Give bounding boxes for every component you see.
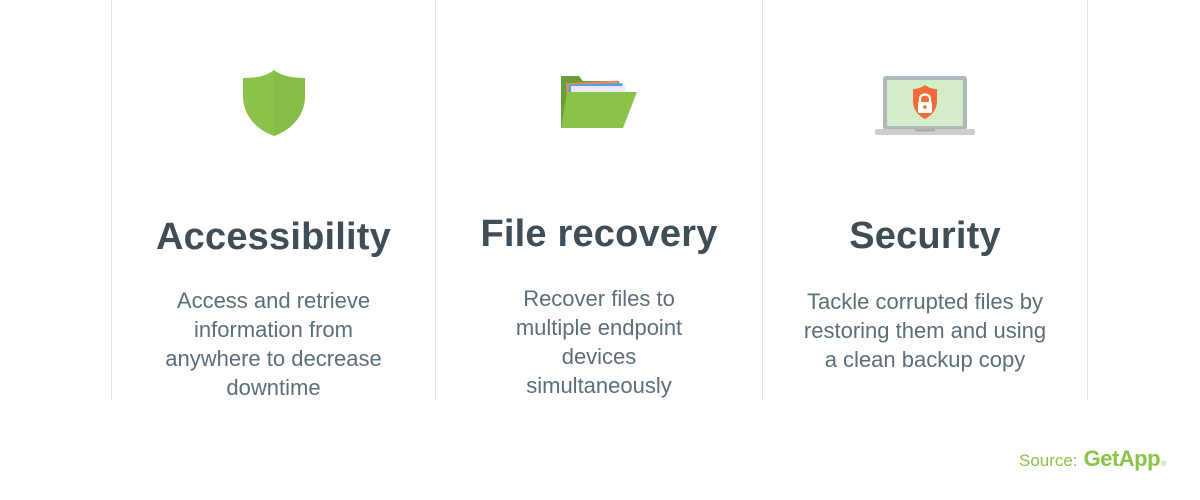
- source-credit: Source: GetApp ®: [1019, 446, 1166, 472]
- column-divider: [762, 0, 763, 400]
- feature-description: Tackle corrupted files by restoring them…: [803, 289, 1047, 372]
- column-divider: [435, 0, 436, 400]
- feature-card-file-recovery: File recovery Recover files to multiple …: [436, 0, 762, 400]
- feature-card-security: Security Tackle corrupted files by resto…: [763, 0, 1087, 400]
- laptop-lock-icon: [875, 74, 975, 136]
- registered-mark: ®: [1161, 461, 1167, 468]
- feature-title: File recovery: [480, 213, 718, 255]
- column-divider: [111, 0, 112, 400]
- feature-title: Accessibility: [156, 216, 391, 258]
- column-divider: [1087, 0, 1088, 400]
- feature-description: Access and retrieve information from any…: [165, 288, 382, 400]
- source-label: Source:: [1019, 451, 1078, 470]
- getapp-logo: GetApp: [1083, 446, 1161, 471]
- folder-icon: [559, 74, 639, 130]
- feature-card-accessibility: Accessibility Access and retrieve inform…: [112, 0, 435, 400]
- feature-title: Security: [849, 215, 1001, 257]
- shield-icon: [241, 68, 307, 138]
- feature-description: Recover files to multiple endpoint devic…: [515, 286, 683, 398]
